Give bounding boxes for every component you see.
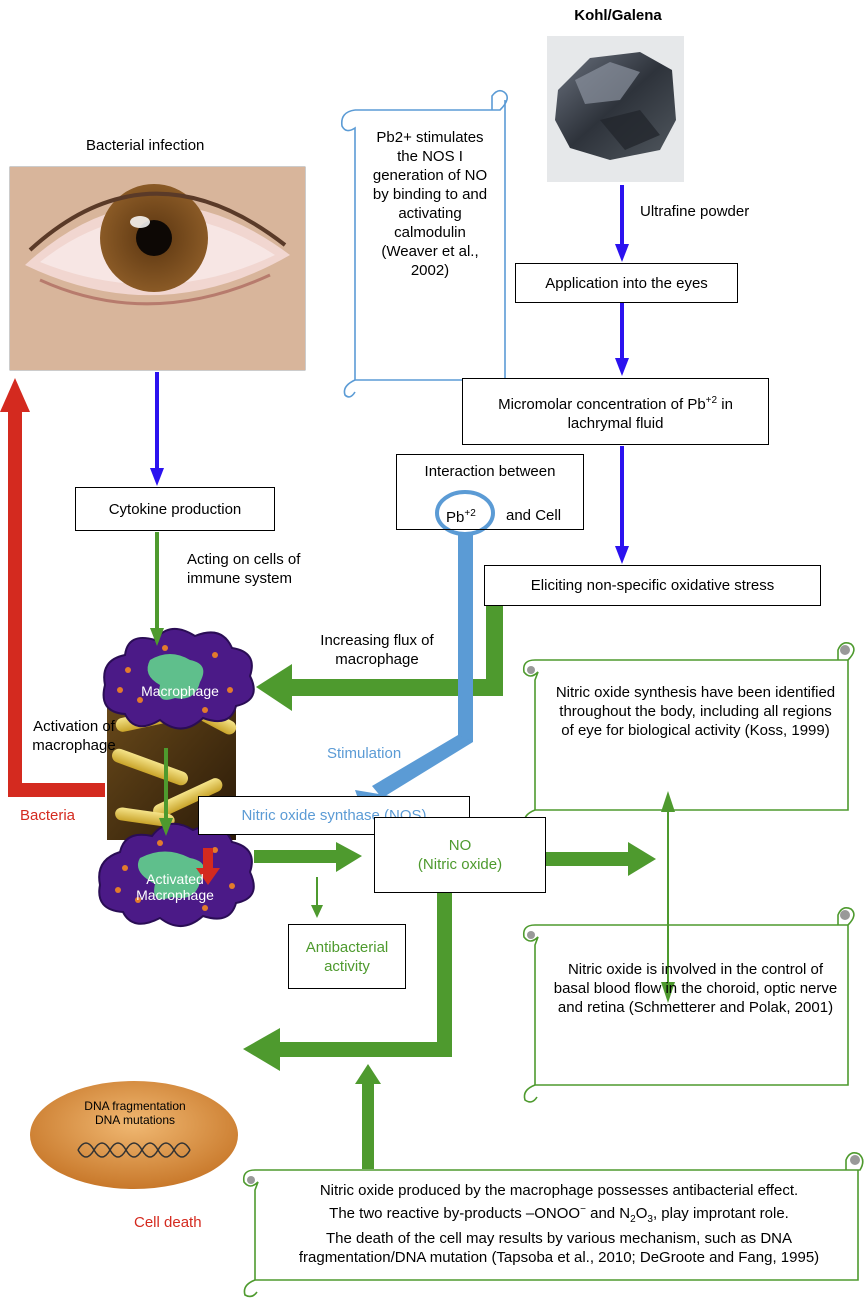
pb-label: Pb+2 bbox=[446, 504, 476, 527]
pb2-scroll-text: Pb2+ stimulates the NOS I generation of … bbox=[366, 128, 494, 280]
dna-ellipse bbox=[30, 1081, 238, 1189]
cell-death-label: Cell death bbox=[134, 1213, 202, 1232]
micromolar-box: Micromolar concentration of Pb+2 in lach… bbox=[462, 378, 769, 445]
activated-macrophage-label-1: Activated bbox=[115, 871, 235, 887]
macrophage-cloud bbox=[104, 629, 254, 729]
bacterial-infection-label: Bacterial infection bbox=[86, 136, 204, 155]
bottom-line-3: The death of the cell may results by var… bbox=[262, 1229, 856, 1267]
acting-on-cells-label: Acting on cells of immune system bbox=[187, 550, 337, 588]
micromolar-line-2: lachrymal fluid bbox=[568, 414, 664, 433]
no-subtext: (Nitric oxide) bbox=[418, 855, 502, 874]
antibacterial-text: Antibacterial activity bbox=[297, 938, 397, 976]
increasing-flux-label: Increasing flux of macrophage bbox=[302, 631, 452, 669]
bottom-line-1: Nitric oxide produced by the macrophage … bbox=[262, 1181, 856, 1200]
bacteria-label: Bacteria bbox=[20, 806, 75, 825]
cytokine-box: Cytokine production bbox=[75, 487, 275, 531]
interaction-text: Interaction between bbox=[425, 462, 556, 481]
no-box: NO (Nitric oxide) bbox=[374, 817, 546, 893]
and-cell-label: and Cell bbox=[506, 506, 561, 525]
galena-image bbox=[547, 36, 684, 182]
nos-synthesis-scroll-text: Nitric oxide synthesis have been identif… bbox=[553, 683, 838, 740]
no-text: NO bbox=[449, 836, 472, 855]
eye-image bbox=[10, 167, 305, 370]
micromolar-line-1: Micromolar concentration of Pb+2 in bbox=[498, 391, 733, 414]
dna-label-1: DNA fragmentation bbox=[50, 1099, 220, 1113]
stimulation-label: Stimulation bbox=[327, 744, 401, 763]
bottom-line-2: The two reactive by-products –ONOO− and … bbox=[262, 1200, 856, 1229]
activated-macrophage-label-2: Macrophage bbox=[115, 887, 235, 903]
ultrafine-powder-label: Ultrafine powder bbox=[640, 202, 749, 221]
activation-label: Activation of macrophage bbox=[24, 717, 124, 755]
eliciting-text: Eliciting non-specific oxidative stress bbox=[531, 576, 774, 595]
blood-flow-scroll-text: Nitric oxide is involved in the control … bbox=[553, 960, 838, 1017]
macrophage-label: Macrophage bbox=[120, 683, 240, 699]
application-box: Application into the eyes bbox=[515, 263, 738, 303]
dna-label-2: DNA mutations bbox=[50, 1113, 220, 1127]
bottom-scroll-text: Nitric oxide produced by the macrophage … bbox=[262, 1181, 856, 1267]
cytokine-text: Cytokine production bbox=[109, 500, 242, 519]
title: Kohl/Galena bbox=[553, 6, 683, 25]
antibacterial-box: Antibacterial activity bbox=[288, 924, 406, 989]
application-text: Application into the eyes bbox=[545, 274, 708, 293]
eliciting-box: Eliciting non-specific oxidative stress bbox=[484, 565, 821, 606]
